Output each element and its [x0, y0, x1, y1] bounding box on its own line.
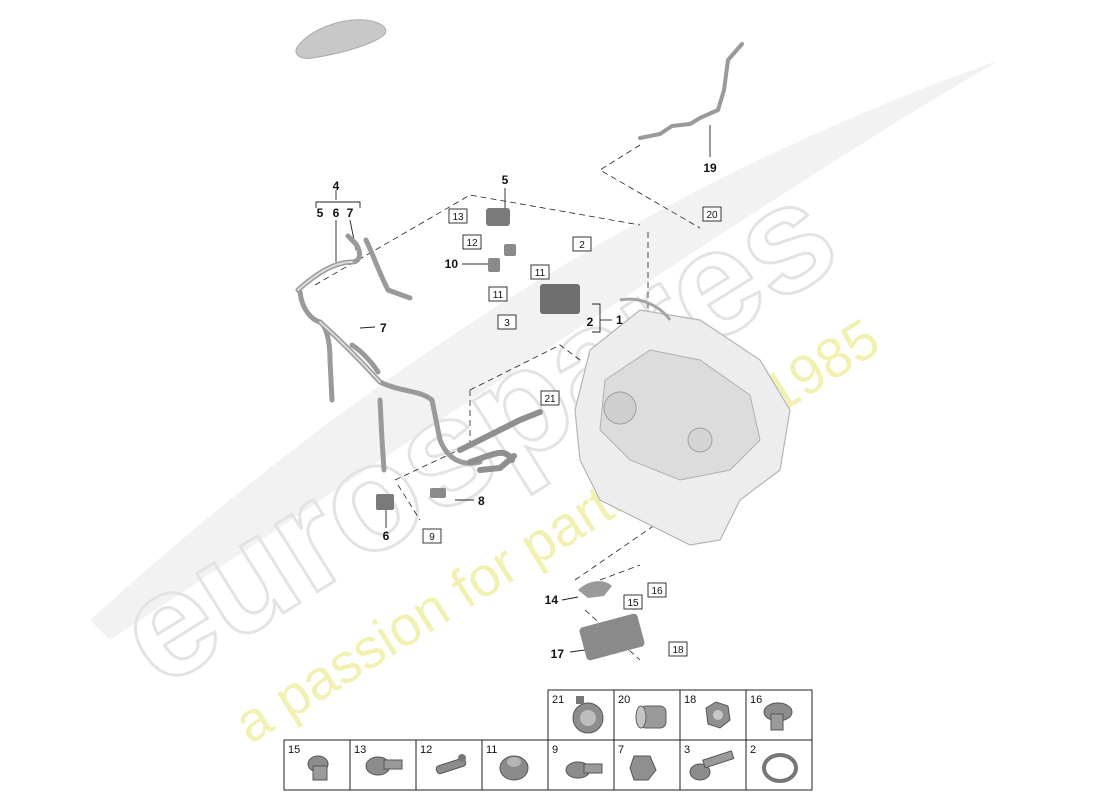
bolt-icon [763, 702, 793, 731]
box-21 [540, 390, 560, 406]
callout-8: 8 [478, 494, 485, 508]
callout-1: 1 [616, 313, 623, 327]
parts-table: 21 20 18 16 15 13 12 11 9 7 3 2 [283, 689, 813, 791]
bolt-icon [307, 755, 329, 781]
bolt-icon [365, 756, 403, 776]
callout-numbers: 4 5 6 7 5 7 10 2 1 19 8 6 14 17 [317, 161, 717, 661]
fitting-part-8 [430, 488, 446, 498]
pump-part-2 [540, 284, 580, 314]
box-11a [530, 264, 550, 280]
box-9 [422, 528, 442, 544]
pipe-part-19 [638, 42, 744, 140]
box-20 [702, 206, 722, 222]
box-18 [668, 641, 688, 657]
callout-14: 14 [545, 593, 559, 607]
box-label-13: 13 [452, 212, 464, 223]
box-label-15: 15 [627, 598, 639, 609]
sensor-icon [435, 754, 467, 775]
screw-icon [689, 750, 735, 781]
box-label-20: 20 [706, 210, 718, 221]
box-label-21: 21 [544, 394, 556, 405]
table-label-20: 20 [618, 694, 630, 706]
callout-17: 17 [551, 647, 565, 661]
clip-icon [629, 755, 657, 781]
table-label-15: 15 [288, 744, 300, 756]
box-label-11a: 11 [535, 268, 546, 279]
engine-block [574, 297, 791, 546]
table-label-12: 12 [420, 744, 432, 756]
table-label-11: 11 [486, 744, 497, 756]
box-15 [623, 594, 643, 610]
callout-5-group: 5 [317, 206, 324, 220]
fittings [376, 208, 645, 661]
fitting-part-11 [504, 244, 516, 256]
hose-part-21 [457, 409, 543, 473]
pipe-part-14 [578, 581, 612, 598]
clamp-icon [572, 696, 604, 734]
box-12 [462, 234, 482, 250]
callout-5: 5 [502, 173, 509, 187]
box-label-2: 2 [579, 240, 585, 251]
callout-4: 4 [333, 179, 340, 193]
table-label-18: 18 [684, 694, 696, 706]
grommet-icon [499, 755, 529, 781]
table-label-7: 7 [618, 744, 624, 756]
coolant-hose-highlights [297, 261, 381, 383]
box-16 [647, 582, 667, 598]
seal-ring-icon [762, 753, 798, 783]
table-label-21: 21 [552, 694, 564, 706]
callout-19: 19 [703, 161, 717, 175]
table-label-16: 16 [750, 694, 762, 706]
callout-7-group: 7 [347, 206, 354, 220]
fitting-part-10 [488, 258, 500, 272]
car-silhouette-icon [295, 19, 387, 59]
box-2 [572, 236, 592, 252]
callout-10: 10 [445, 257, 459, 271]
box-11b [488, 286, 508, 302]
callout-2: 2 [587, 315, 594, 329]
bolt-icon [565, 761, 603, 779]
valve-part-6 [376, 494, 394, 510]
solid-leaders [315, 125, 711, 653]
callout-6-group: 6 [333, 206, 340, 220]
watermark-swoosh [90, 60, 1000, 640]
plug-icon [635, 705, 667, 729]
boxed-callouts [422, 206, 722, 657]
table-label-3: 3 [684, 744, 690, 756]
callout-7: 7 [380, 321, 387, 335]
watermark: eurospares a passion for parts since 198… [86, 60, 1000, 755]
module-part-17 [579, 613, 645, 661]
box-3 [497, 314, 517, 330]
box-label-16: 16 [651, 586, 663, 597]
box-label-12: 12 [466, 238, 478, 249]
table-label-2: 2 [750, 744, 756, 756]
callout-6: 6 [383, 529, 390, 543]
box-label-11b: 11 [493, 290, 504, 301]
table-label-13: 13 [354, 744, 366, 756]
valve-part-5 [486, 208, 510, 226]
box-label-9: 9 [429, 532, 435, 543]
table-label-9: 9 [552, 744, 558, 756]
boxed-callout-labels: 13 12 11 11 2 3 20 21 9 16 15 18 [429, 210, 718, 656]
box-label-3: 3 [504, 318, 510, 329]
nut-icon [705, 701, 731, 729]
box-label-18: 18 [672, 645, 684, 656]
box-13 [448, 208, 468, 224]
